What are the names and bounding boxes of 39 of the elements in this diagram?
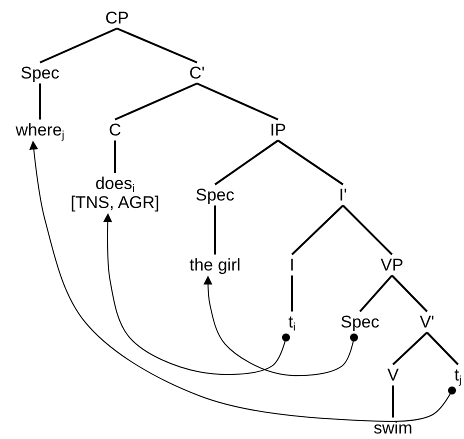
tree-label: Spec — [196, 186, 234, 204]
movement-arrow — [203, 276, 358, 376]
tree-label: V — [387, 366, 399, 384]
tree-branch — [114, 82, 198, 120]
tree-label: I — [290, 256, 294, 274]
tree-branch — [391, 274, 428, 312]
tree-branch — [426, 332, 459, 366]
tree-label: where$_{j}$ — [16, 120, 64, 140]
tree-label: VP — [380, 256, 404, 274]
tree-branch — [196, 82, 278, 120]
tree-branch — [39, 84, 41, 120]
tree-label: swim — [374, 418, 412, 438]
movement-arrow — [29, 140, 456, 422]
tree-label: CP — [105, 8, 129, 28]
tree-label: I' — [339, 186, 347, 204]
tree-label: Spec — [340, 312, 380, 332]
tree-branch — [277, 140, 344, 186]
tree-branch — [392, 332, 428, 366]
tree-branch — [114, 140, 116, 173]
tree-branch — [359, 274, 393, 312]
tree-label: C' — [189, 64, 205, 82]
tree-branch — [342, 204, 393, 256]
tree-label: t$_{j}$ — [454, 366, 462, 384]
tree-label: IP — [270, 120, 286, 140]
tree-branch — [214, 206, 216, 254]
tree-branch — [116, 28, 198, 64]
tree-branch — [214, 140, 279, 186]
tree-branch — [392, 386, 394, 418]
tree-branch — [291, 276, 293, 312]
tree-branch — [40, 28, 118, 64]
tree-label: t$_{i}$ — [288, 312, 296, 332]
tree-label: C — [108, 120, 122, 140]
tree-label: does$_{i}$ — [94, 174, 136, 193]
tree-label: Spec — [20, 64, 60, 82]
tree-branch — [291, 204, 344, 256]
movement-arrow — [103, 213, 290, 375]
tree-label: the girl — [189, 256, 241, 274]
feature-label: [TNS, AGR] — [70, 193, 160, 212]
tree-label: V' — [420, 312, 434, 332]
